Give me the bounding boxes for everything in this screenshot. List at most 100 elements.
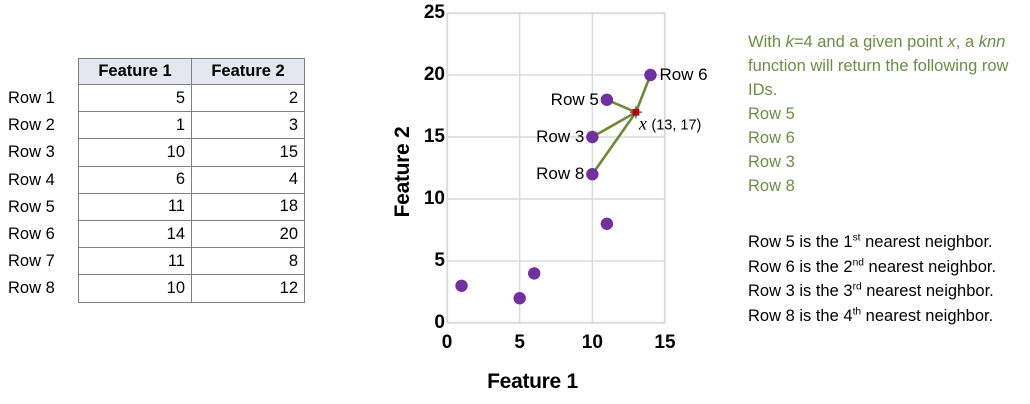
data-point-row-1 bbox=[513, 292, 526, 305]
column-header-feature-1: Feature 1 bbox=[78, 58, 192, 85]
returned-row-id: Row 3 bbox=[748, 153, 795, 171]
connector-line-row-8 bbox=[591, 111, 637, 175]
x-tick-15: 15 bbox=[654, 332, 676, 353]
ranking-prefix: Row 5 is the 1 bbox=[748, 233, 853, 251]
table-header-row: Feature 1 Feature 2 bbox=[78, 58, 305, 85]
y-tick-20: 20 bbox=[423, 64, 445, 85]
table-cell-feature-2: 18 bbox=[191, 192, 305, 221]
row-label: Row 2 bbox=[8, 116, 55, 135]
table-cell-feature-2: 20 bbox=[191, 219, 305, 249]
connector-line-row-6 bbox=[634, 74, 652, 113]
explanation-part-5: function will return the bbox=[748, 57, 909, 75]
table-cell-feature-1: 11 bbox=[78, 247, 192, 276]
ranking-suffix: nearest neighbor. bbox=[860, 233, 993, 251]
y-tick-25: 25 bbox=[423, 2, 445, 23]
table-cell-feature-1: 10 bbox=[78, 274, 192, 303]
plot-border bbox=[446, 12, 666, 324]
x-tick-10: 10 bbox=[581, 332, 603, 353]
row-label: Row 6 bbox=[8, 224, 55, 243]
row-label-column: Row 1 Row 2 Row 3 Row 4 Row 5 Row 6 Row 7 Row 8 bbox=[8, 85, 78, 303]
query-point-label: x (13, 17) bbox=[639, 114, 701, 135]
point-label-row-8: Row 8 bbox=[536, 164, 585, 184]
ordinal-suffix: st bbox=[852, 232, 861, 244]
table-cell-feature-1: 11 bbox=[78, 192, 192, 221]
y-tick-10: 10 bbox=[423, 188, 445, 209]
ranking-line: Row 8 is the 4th nearest neighbor. bbox=[748, 304, 1030, 329]
feature-table-panel: Row 1 Row 2 Row 3 Row 4 Row 5 Row 6 Row 7 Row 8… bbox=[0, 0, 340, 404]
x-tick-0: 0 bbox=[441, 332, 453, 353]
ordinal-suffix: th bbox=[852, 306, 862, 317]
knn-term: knn bbox=[978, 33, 1006, 51]
x-axis-title: Feature 1 bbox=[487, 370, 578, 393]
row-label: Row 5 bbox=[8, 197, 55, 216]
table-cell-feature-2: 8 bbox=[191, 247, 305, 276]
data-point-row-3 bbox=[586, 130, 599, 144]
table-cell-feature-1: 1 bbox=[78, 111, 192, 140]
data-point-row-2 bbox=[455, 279, 468, 292]
point-label-row-6: Row 6 bbox=[659, 65, 708, 84]
knn-explanation-sentence: With k=4 and a given point x, a knn func… bbox=[748, 30, 1030, 102]
ranking-prefix: Row 6 is the 2 bbox=[748, 257, 853, 276]
y-tick-15: 15 bbox=[423, 126, 445, 147]
table-cell-feature-1: 10 bbox=[78, 138, 192, 167]
explanation-part-3: , bbox=[955, 33, 961, 51]
data-point-row-6 bbox=[644, 68, 657, 82]
row-label: Row 8 bbox=[8, 279, 55, 298]
table-cell-feature-2: 2 bbox=[191, 83, 305, 113]
table-cell-feature-2: 4 bbox=[191, 165, 305, 194]
ranking-line: Row 5 is the 1st nearest neighbor. bbox=[748, 230, 1030, 255]
returned-row-ids-list: Row 5 Row 6 Row 3 Row 8 bbox=[748, 102, 1030, 198]
query-symbol: x bbox=[638, 113, 647, 134]
explanation-part-2: =4 and a given point bbox=[793, 33, 948, 51]
row-label: Row 1 bbox=[8, 89, 55, 107]
column-header-feature-2: Feature 2 bbox=[191, 58, 305, 85]
knn-explanation-text: With k=4 and a given point x, a knn func… bbox=[748, 30, 1030, 198]
k-variable: k bbox=[785, 33, 794, 51]
ranking-suffix: nearest neighbor. bbox=[861, 306, 994, 325]
point-label-row-5: Row 5 bbox=[550, 89, 599, 109]
row-label: Row 4 bbox=[8, 170, 55, 189]
y-tick-5: 5 bbox=[434, 250, 445, 271]
x-variable: x bbox=[947, 33, 956, 51]
x-tick-5: 5 bbox=[514, 332, 525, 353]
data-point-row-7 bbox=[600, 217, 614, 230]
ranking-line: Row 6 is the 2nd nearest neighbor. bbox=[748, 255, 1030, 280]
table-cell-feature-1: 14 bbox=[78, 219, 192, 249]
data-point-row-4 bbox=[528, 267, 541, 280]
returned-row-id: Row 8 bbox=[748, 177, 795, 195]
query-point-marker bbox=[632, 108, 640, 116]
ranking-prefix: Row 8 is the 4 bbox=[748, 306, 853, 325]
ranking-suffix: nearest neighbor. bbox=[863, 257, 997, 276]
table-cell-feature-1: 6 bbox=[78, 165, 192, 194]
plot-svg bbox=[446, 12, 666, 324]
ranking-prefix: Row 3 is the 3 bbox=[748, 282, 853, 300]
point-label-row-3: Row 3 bbox=[536, 127, 585, 146]
returned-row-id: Row 5 bbox=[748, 105, 795, 123]
ranking-line: Row 3 is the 3rd nearest neighbor. bbox=[748, 279, 1030, 304]
data-point-row-5 bbox=[600, 93, 614, 107]
table-cell-feature-2: 15 bbox=[191, 138, 305, 167]
returned-row-id: Row 6 bbox=[748, 129, 795, 147]
table-cell-feature-1: 5 bbox=[78, 83, 192, 113]
explanation-panel: With k=4 and a given point x, a knn func… bbox=[748, 0, 1030, 404]
row-label: Row 3 bbox=[8, 143, 55, 162]
y-tick-0: 0 bbox=[434, 312, 445, 333]
ranking-suffix: nearest neighbor. bbox=[861, 282, 994, 300]
data-point-row-8 bbox=[586, 168, 599, 181]
connector-line-row-3 bbox=[591, 111, 637, 139]
ordinal-suffix: nd bbox=[852, 257, 864, 268]
plot-area: Row 3 Row 5 Row 6 Row 8 x (13, 17) bbox=[446, 12, 708, 324]
query-coordinates: (13, 17) bbox=[651, 117, 702, 134]
row-label: Row 7 bbox=[8, 252, 55, 271]
explanation-part-4: a bbox=[964, 33, 979, 51]
